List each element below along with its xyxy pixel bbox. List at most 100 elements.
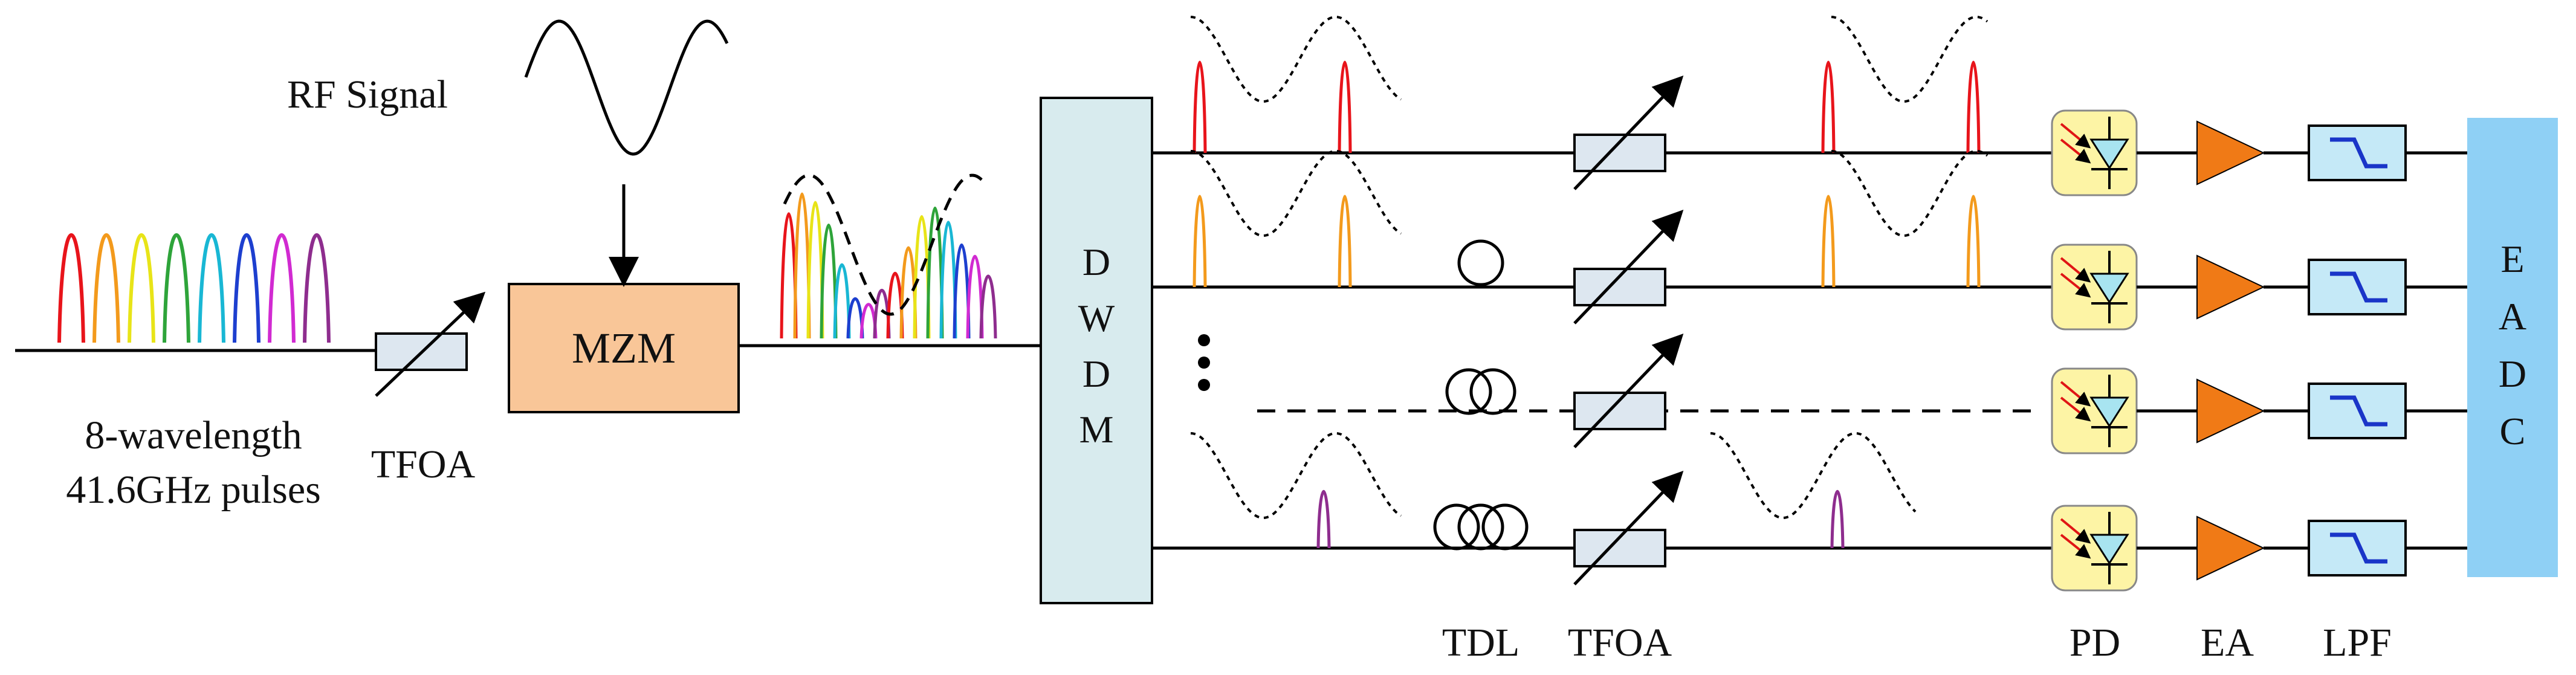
dwdm-letter-w: W: [1078, 297, 1115, 340]
eadc-block: [2467, 118, 2558, 577]
tfoa-arrow: [1573, 209, 1684, 325]
channel-pulse-in: [1193, 195, 1207, 288]
ea-amplifier: [2196, 378, 2265, 444]
lpf-label: LPF: [2323, 621, 2392, 665]
pd-body: [2051, 109, 2138, 196]
eadc-letter-c: C: [2500, 410, 2526, 453]
lpf-response: [2330, 532, 2387, 564]
tdl-loop: [1457, 239, 1504, 286]
eadc-letter-e: E: [2500, 237, 2524, 280]
pd-diode: [2089, 396, 2129, 428]
lpf-response: [2330, 395, 2387, 427]
eadc-letter-a: A: [2499, 295, 2526, 338]
channel-envelope-out: [1710, 431, 1917, 520]
modulated-pulse-5: [833, 263, 851, 339]
source-pulse-2: [92, 233, 120, 343]
pd-diode: [2089, 273, 2129, 304]
tfoa-arrow: [1573, 333, 1684, 448]
pd-light-arrow-2: [2060, 273, 2091, 298]
pd-body: [2051, 244, 2138, 331]
source-pulses: [57, 233, 331, 343]
lpf-body: [2308, 124, 2407, 181]
channel-4: [1152, 431, 2467, 592]
modulated-pulse-4: [820, 224, 838, 339]
tfoa-label: TFOA: [1568, 621, 1672, 665]
source-pulse-4: [163, 233, 190, 343]
pd-diode: [2089, 138, 2129, 170]
modulated-pulses: [780, 192, 997, 339]
dwdm-letter-d1: D: [1083, 241, 1110, 283]
tfoa-arrow: [1573, 470, 1684, 586]
source-label-line2: 41.6GHz pulses: [66, 468, 321, 512]
channel-pulse-out: [1830, 490, 1845, 549]
channel-envelope-in: [1190, 149, 1402, 237]
lpf-body: [2308, 259, 2407, 315]
channel-envelope-in: [1190, 431, 1402, 520]
tfoa-input-arrow: [375, 291, 486, 397]
dwdm-block: [1040, 97, 1153, 604]
pd-light-arrow-1: [2060, 123, 2091, 149]
eadc-letter-d: D: [2499, 352, 2526, 395]
lpf-body: [2308, 383, 2407, 439]
pd-body: [2051, 505, 2138, 592]
pd-light-arrow-2: [2060, 534, 2091, 559]
ellipsis-dot-2: [1198, 357, 1210, 369]
channel-pulse-in: [1338, 195, 1352, 288]
tfoa-arrow: [1573, 75, 1684, 190]
pd-light-arrow-1: [2060, 257, 2091, 283]
tdl-loop: [1433, 503, 1480, 551]
channel-envelope-out: [1831, 15, 1989, 103]
tdl-loop: [1445, 368, 1492, 415]
channel-pulse-out: [1966, 60, 1981, 153]
lpf-body: [2308, 520, 2407, 576]
tdl-loop: [1457, 503, 1504, 551]
pd-light-arrow-1: [2060, 381, 2091, 407]
lpf-response: [2330, 137, 2387, 169]
ea-amplifier: [2196, 120, 2265, 186]
channel-3: [1257, 333, 2467, 454]
ellipsis-dot-1: [1198, 334, 1210, 346]
ellipsis-dot-3: [1198, 379, 1210, 391]
dwdm-letter-d2: D: [1083, 352, 1110, 395]
tdl-loop: [1469, 368, 1516, 415]
channel-envelope-in: [1190, 15, 1402, 103]
pd-light-arrow-2: [2060, 138, 2091, 164]
channel-2: [1152, 149, 2467, 331]
source-pulse-7: [268, 233, 296, 343]
modulated-envelope: [783, 173, 985, 316]
channel-pulse-in: [1193, 60, 1207, 153]
tfoa-input: [375, 291, 486, 397]
channel-1: [1152, 15, 2467, 196]
tfoa-input-label: TFOA: [371, 442, 476, 486]
pd-label: PD: [2070, 621, 2120, 665]
pd-light-arrow-2: [2060, 396, 2091, 422]
channel-pulse-out: [1821, 60, 1836, 153]
ea-amplifier: [2196, 515, 2265, 581]
channel-pulse-out: [1821, 195, 1836, 288]
modulated-pulse-15: [966, 254, 984, 339]
channel-pulse-out: [1966, 195, 1981, 288]
source-pulse-5: [198, 233, 225, 343]
source-pulse-1: [57, 233, 85, 343]
mzm-label: MZM: [572, 324, 676, 372]
channel-pulse-in: [1338, 60, 1352, 153]
channel-pulse-in: [1316, 490, 1331, 549]
ea-label: EA: [2201, 621, 2254, 665]
pd-body: [2051, 367, 2138, 454]
tdl-label: TDL: [1442, 621, 1519, 665]
source-label-line1: 8-wavelength: [85, 413, 302, 457]
rf-signal-wave: [524, 19, 729, 156]
source-pulse-3: [128, 233, 155, 343]
dwdm-letter-m: M: [1079, 408, 1114, 451]
channels: [1152, 15, 2467, 592]
ea-amplifier: [2196, 254, 2265, 320]
source-pulse-6: [233, 233, 261, 343]
pd-diode: [2089, 534, 2129, 565]
modulated-pulse-16: [979, 274, 997, 339]
tdl-loop: [1481, 503, 1529, 551]
pd-light-arrow-1: [2060, 518, 2091, 544]
channel-envelope-out: [1831, 149, 1989, 237]
source-pulse-8: [303, 233, 331, 343]
modulated-pulse-13: [939, 221, 957, 339]
